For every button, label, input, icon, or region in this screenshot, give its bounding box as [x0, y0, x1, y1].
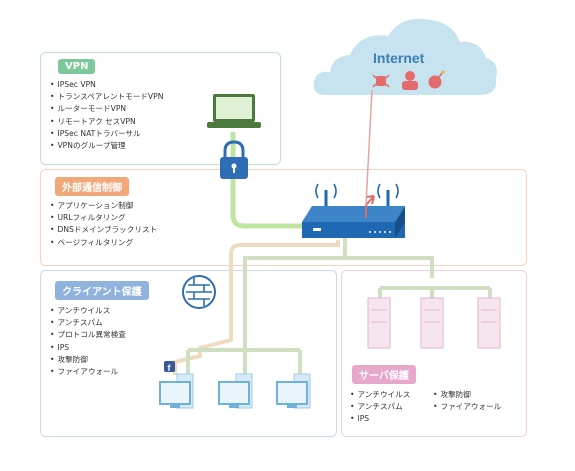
list-item: ルーターモードVPN: [50, 103, 163, 115]
vpn-panel-border: [40, 52, 281, 165]
bomb-icon: [428, 70, 445, 89]
laptop-icon: [207, 94, 261, 128]
comm-panel-border: [40, 169, 527, 266]
list-item: URLフィルタリング: [50, 212, 157, 224]
list-item: ファイアウォール: [50, 366, 126, 378]
client-protection-feature-list: アンチウイルス アンチスパム プロトコル異常検査 IPS 攻撃防御 ファイアウォ…: [50, 305, 126, 378]
client-pc-3: [276, 373, 311, 409]
list-item: DNSドメインブラックリスト: [50, 224, 157, 236]
hacker-icon: [402, 71, 418, 90]
list-item: アンチウイルス: [350, 389, 410, 401]
facebook-icon: f: [164, 361, 175, 373]
list-item: ページフィルタリング: [50, 237, 157, 249]
internet-cloud: [313, 18, 497, 95]
server-3: [477, 297, 501, 349]
list-item: アンチスパム: [50, 317, 126, 329]
server-1: [367, 297, 391, 349]
router-icon: [302, 183, 405, 238]
client-protection-title: クライアント保護: [55, 281, 149, 300]
list-item: IPS: [50, 342, 126, 354]
outbound-link: [365, 89, 373, 206]
list-item: 攻撃防御: [433, 389, 501, 401]
server-protection-list-col2: 攻撃防御 ファイアウォール: [433, 389, 501, 413]
client-bus-line: [186, 348, 302, 380]
lan-link-line: [243, 238, 434, 350]
lock-icon: [220, 140, 248, 179]
list-item: リモートアク セスVPN: [50, 116, 163, 128]
server-protection-title: サーバ保護: [352, 365, 416, 384]
list-item: 攻撃防御: [50, 354, 126, 366]
list-item: IPS: [350, 413, 410, 425]
vpn-link-line: [230, 132, 310, 229]
list-item: IPSec NATトラバーサル: [50, 128, 163, 140]
bug-icon: [372, 74, 390, 88]
server-protection-list-col1: アンチウイルス アンチスパム IPS: [350, 389, 410, 426]
list-item: アプリケーション制御: [50, 200, 157, 212]
server-bus-line: [378, 286, 492, 298]
comm-control-title: 外部通信制御: [55, 177, 129, 196]
list-item: アンチスパム: [350, 401, 410, 413]
server-2: [420, 297, 444, 349]
list-item: ファイアウォール: [433, 401, 501, 413]
list-item: VPNのグループ管理: [50, 140, 163, 152]
client-panel-border: [40, 270, 337, 437]
list-item: アンチウイルス: [50, 305, 126, 317]
vpn-feature-list: IPSec VPN トランスペアレントモードVPN ルーターモードVPN リモー…: [50, 79, 163, 152]
client-pc-1: [159, 373, 194, 409]
firewall-shield-icon: [182, 275, 216, 309]
client-pc-2: [218, 373, 253, 409]
list-item: IPSec VPN: [50, 79, 163, 91]
internet-label: Internet: [373, 50, 425, 66]
vpn-title: VPN: [58, 59, 96, 74]
svg-text:f: f: [168, 363, 172, 373]
list-item: プロトコル異常検査: [50, 329, 125, 341]
list-item: トランスペアレントモードVPN: [50, 91, 163, 103]
comm-control-feature-list: アプリケーション制御 URLフィルタリング DNSドメインブラックリスト ページ…: [50, 200, 157, 249]
